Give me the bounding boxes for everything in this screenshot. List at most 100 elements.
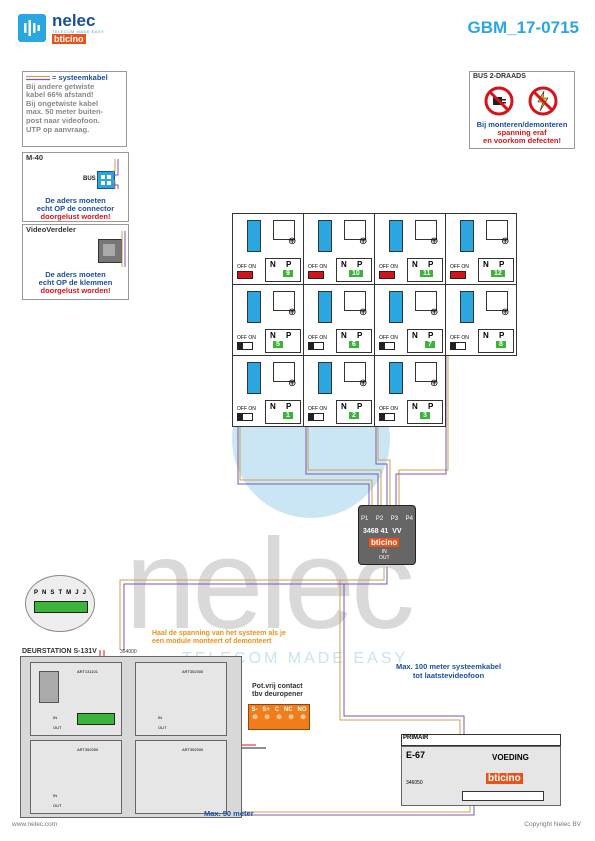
- power-supply: E-67 VOEDING 346050 bticino: [401, 746, 561, 806]
- cable-note-line: tot laatstevideofoon: [412, 671, 485, 680]
- monitor-screen-icon: [415, 291, 437, 311]
- button-module: ART352000 IN OUT: [135, 662, 227, 736]
- monitor-cell-2: ⊕ OFF ON N P 2: [303, 355, 375, 427]
- connector-label: M: [66, 590, 72, 596]
- legend-title: = systeemkabel: [52, 73, 108, 82]
- p-label: P: [357, 331, 363, 340]
- port-label: P4: [405, 516, 413, 522]
- video-distributor: P1 P2 P3 P4 3468 41 VV bticino IN OUT: [358, 505, 416, 565]
- switch-label: OFF ON: [237, 264, 256, 270]
- n-label: N: [483, 331, 489, 340]
- dip-switch: [308, 271, 324, 279]
- switch-label: OFF ON: [379, 406, 398, 412]
- port-label: P1: [361, 516, 369, 522]
- monitor-cell-7: ⊕ OFF ON N P 7: [374, 284, 446, 356]
- switch-label: OFF ON: [379, 335, 398, 341]
- vv-wires-icon: [121, 231, 126, 267]
- address-value: 5: [273, 341, 283, 348]
- psu-brand: bticino: [486, 773, 523, 784]
- out-label: OUT: [158, 725, 167, 730]
- p-label: P: [357, 402, 363, 411]
- m40-note-line: echt OP de connector: [36, 204, 115, 213]
- dip-switch: [308, 413, 324, 421]
- dip-switch: [450, 271, 466, 279]
- distributor-brand: bticino: [369, 538, 400, 547]
- camera-module: ART131101 IN OUT: [30, 662, 122, 736]
- crosshair-icon: ⊕: [359, 307, 368, 318]
- out-label: OUT: [53, 803, 62, 808]
- monitor-cell-5: ⊕ OFF ON N P 5: [232, 284, 304, 356]
- dip-switch: [237, 342, 253, 350]
- psu-model: E-67: [406, 750, 426, 760]
- footer-website: www.nelec.com: [12, 821, 58, 828]
- max50-label: Max. 50 meter: [204, 809, 254, 818]
- p-label: P: [286, 331, 292, 340]
- warning-box: BUS 2-DRAADS Bij monteren/demonteren spa…: [469, 71, 575, 149]
- warning-note-line: en voorkom defecten!: [483, 136, 561, 145]
- p-label: P: [286, 402, 292, 411]
- bus-terminal-icon: [247, 220, 261, 252]
- crosshair-icon: ⊕: [501, 307, 510, 318]
- connector-label: N: [42, 590, 47, 596]
- monitor-screen-icon: [486, 291, 508, 311]
- bus-terminal-icon: [460, 291, 474, 323]
- bus-label: BUS: [83, 176, 96, 182]
- legend-box: = systeemkabel Bij andere getwiste kabel…: [22, 71, 127, 147]
- system-cable-symbol-icon: [26, 76, 50, 81]
- crosshair-icon: ⊕: [359, 236, 368, 247]
- camera-lens-icon: [39, 671, 59, 703]
- module-code: ART352000: [77, 747, 99, 752]
- monitor-cell-12: ⊕ OFF ON N P 12: [445, 213, 517, 285]
- bus-terminal-icon: [318, 291, 332, 323]
- m40-box: M-40 BUS De aders moeten echt OP de conn…: [22, 152, 129, 222]
- bus-terminal-icon: [247, 291, 261, 323]
- connector-label: J: [82, 590, 86, 596]
- monitor-screen-icon: [273, 291, 295, 311]
- switch-label: OFF ON: [237, 406, 256, 412]
- relay-terminal: S+: [262, 707, 270, 713]
- dip-switch: [379, 342, 395, 350]
- out-label: OUT: [53, 725, 62, 730]
- footer-copyright: Copyright Nelec BV: [524, 821, 581, 828]
- screw-icon: ⊕: [264, 714, 270, 721]
- p-label: P: [428, 402, 434, 411]
- m40-note-line: De aders moeten: [45, 196, 106, 205]
- door-station-warning: Haal de spanning van het systeem als je …: [152, 630, 286, 645]
- connector-zoom: P N S T M J J: [25, 575, 95, 632]
- legend-line: kabel 66% afstand!: [26, 90, 94, 100]
- n-label: N: [483, 260, 489, 269]
- address-value: 10: [349, 270, 363, 277]
- n-label: N: [341, 331, 347, 340]
- bus-terminal-icon: [318, 220, 332, 252]
- address-value: 1: [283, 412, 293, 419]
- monitor-screen-icon: [273, 220, 295, 240]
- switch-label: OFF ON: [308, 335, 327, 341]
- address-value: 12: [491, 270, 505, 277]
- no-plug-icon: [484, 86, 514, 116]
- port-label: P3: [390, 516, 399, 522]
- m40-wires-icon: [113, 159, 119, 189]
- relay-terminal: C: [274, 707, 280, 713]
- bus-terminal-icon: [389, 362, 403, 394]
- vv-title: VideoVerdeler: [26, 225, 76, 234]
- connector-label: J: [75, 590, 79, 596]
- terminal-block-icon: [77, 713, 115, 725]
- in-label: IN: [381, 549, 387, 555]
- vv-note-line: doorgelust worden!: [40, 286, 111, 295]
- button-module: ART352000 IN OUT: [30, 740, 122, 814]
- screw-icon: ⊕: [288, 714, 294, 721]
- address-value: 2: [349, 412, 359, 419]
- connector-block-icon: [34, 601, 88, 613]
- monitor-cell-6: ⊕ OFF ON N P 6: [303, 284, 375, 356]
- module-code: ART352000: [182, 669, 204, 674]
- psu-voeding: VOEDING: [492, 753, 529, 762]
- n-label: N: [270, 331, 276, 340]
- crosshair-icon: ⊕: [359, 378, 368, 389]
- relay-terminal: NO: [297, 707, 307, 713]
- n-label: N: [412, 402, 418, 411]
- legend-line: Bij ongetwiste kabel: [26, 98, 99, 108]
- p-label: P: [499, 260, 505, 269]
- dip-switch: [237, 271, 253, 279]
- address-value: 9: [283, 270, 293, 277]
- legend-line: UTP op aanvraag.: [26, 124, 90, 134]
